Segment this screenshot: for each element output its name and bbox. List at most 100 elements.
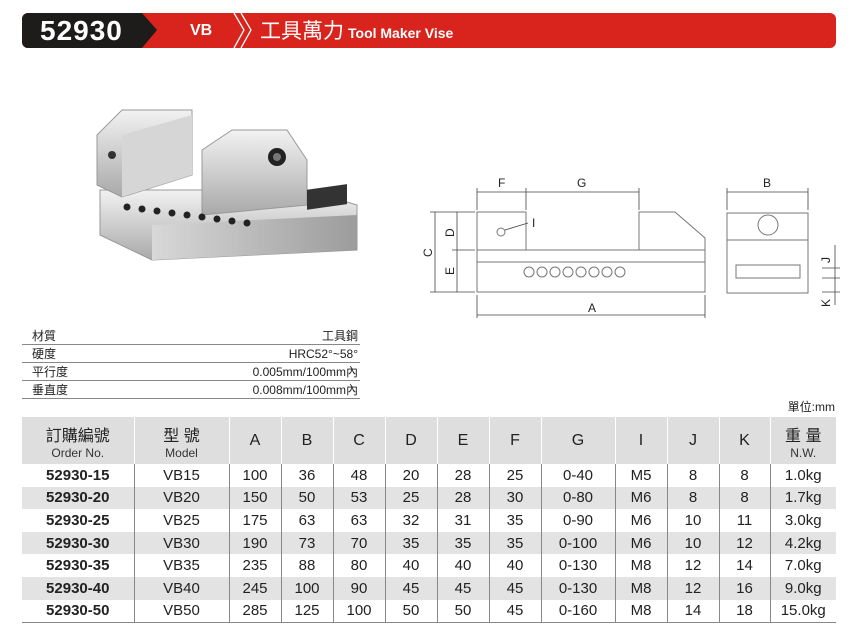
table-cell: VB25 xyxy=(133,509,229,532)
table-cell: 25 xyxy=(488,464,541,487)
table-cell: 18 xyxy=(718,599,770,624)
table-cell: 245 xyxy=(228,576,281,600)
table-cell: 0-40 xyxy=(540,464,615,487)
table-cell: 73 xyxy=(280,531,333,555)
table-cell: M6 xyxy=(614,486,667,510)
table-cell: 35 xyxy=(488,509,541,532)
table-cell: 36 xyxy=(280,464,333,487)
fixed-jaw xyxy=(476,211,527,253)
dim-label-b: B xyxy=(763,176,771,190)
table-cell: 35 xyxy=(436,531,489,555)
table-cell: VB40 xyxy=(133,576,229,600)
table-cell: 0-100 xyxy=(540,531,615,555)
dim-label-f: F xyxy=(498,176,505,190)
column-header: D xyxy=(384,417,437,464)
column-header-label: F xyxy=(510,431,520,449)
vise-photo xyxy=(96,109,358,261)
table-cell: 150 xyxy=(228,486,281,510)
table-cell: 7.0kg xyxy=(769,554,836,577)
spec-value: 工具鋼 xyxy=(131,327,360,345)
table-cell: 125 xyxy=(280,599,333,624)
column-header-sublabel: Order No. xyxy=(51,445,105,460)
table-cell: 8 xyxy=(666,464,719,487)
table-cell: 100 xyxy=(228,464,281,487)
table-cell: 45 xyxy=(488,599,541,624)
column-header-label: C xyxy=(353,431,365,449)
table-cell: 45 xyxy=(436,576,489,600)
table-cell: 12 xyxy=(666,554,719,577)
table-cell: M8 xyxy=(614,599,667,624)
column-header: F xyxy=(488,417,541,464)
column-header: C xyxy=(332,417,385,464)
table-cell: 4.2kg xyxy=(769,531,836,555)
table-cell: M5 xyxy=(614,464,667,487)
dim-label-d: D xyxy=(443,228,457,237)
table-cell: 40 xyxy=(384,554,437,577)
table-cell: 50 xyxy=(280,486,333,510)
table-cell: VB50 xyxy=(133,599,229,624)
table-cell: 285 xyxy=(228,599,281,624)
table-cell: 0-80 xyxy=(540,486,615,510)
spec-value: 0.008mm/100mm內 xyxy=(131,380,360,399)
dimension-diagram: F G A B I C D E J K xyxy=(421,176,840,318)
column-header: I xyxy=(614,417,667,464)
table-cell: 1.7kg xyxy=(769,486,836,510)
spec-label: 材質 xyxy=(22,327,132,345)
table-cell: 32 xyxy=(384,509,437,532)
table-cell: 8 xyxy=(718,464,770,487)
column-header-label: G xyxy=(571,431,585,449)
column-header-label: B xyxy=(301,431,313,449)
column-header-sublabel: N.W. xyxy=(790,445,817,460)
dim-label-j: J xyxy=(819,257,833,263)
table-cell: 45 xyxy=(384,576,437,600)
table-cell: 52930-50 xyxy=(22,599,134,624)
table-cell: 12 xyxy=(718,531,770,555)
table-cell: M8 xyxy=(614,554,667,577)
table-cell: 12 xyxy=(666,576,719,600)
table-cell: 11 xyxy=(718,509,770,532)
table-cell: 0-130 xyxy=(540,554,615,577)
table-cell: 9.0kg xyxy=(769,576,836,600)
table-cell: 235 xyxy=(228,554,281,577)
table-cell: 190 xyxy=(228,531,281,555)
table-cell: 63 xyxy=(332,509,385,532)
table-cell: 53 xyxy=(332,486,385,510)
column-header-label: 訂購編號 xyxy=(45,427,110,445)
table-cell: 48 xyxy=(332,464,385,487)
table-cell: 3.0kg xyxy=(769,509,836,532)
column-header: G xyxy=(540,417,615,464)
spec-value: HRC52°~58° xyxy=(131,344,360,363)
column-header: E xyxy=(436,417,489,464)
table-cell: 52930-25 xyxy=(46,511,110,529)
title-chinese: 工具萬力 xyxy=(260,20,344,43)
column-header: J xyxy=(666,417,719,464)
dim-label-k: K xyxy=(819,299,833,307)
product-code: 52930 xyxy=(22,13,157,48)
model-series: VB xyxy=(190,22,213,39)
table-cell: 35 xyxy=(488,531,541,555)
table-cell: VB15 xyxy=(133,464,229,487)
table-cell: 20 xyxy=(384,464,437,487)
column-header-label: A xyxy=(249,431,261,449)
table-cell: 10 xyxy=(666,509,719,532)
table-cell: 15.0kg xyxy=(769,599,836,624)
table-cell: 40 xyxy=(488,554,541,577)
column-header-label: I xyxy=(638,431,644,449)
table-cell: VB20 xyxy=(133,486,229,510)
spec-label: 垂直度 xyxy=(22,380,132,399)
table-cell: 52930-35 xyxy=(46,557,110,575)
table-cell: 88 xyxy=(280,554,333,577)
spec-label: 硬度 xyxy=(22,344,132,363)
